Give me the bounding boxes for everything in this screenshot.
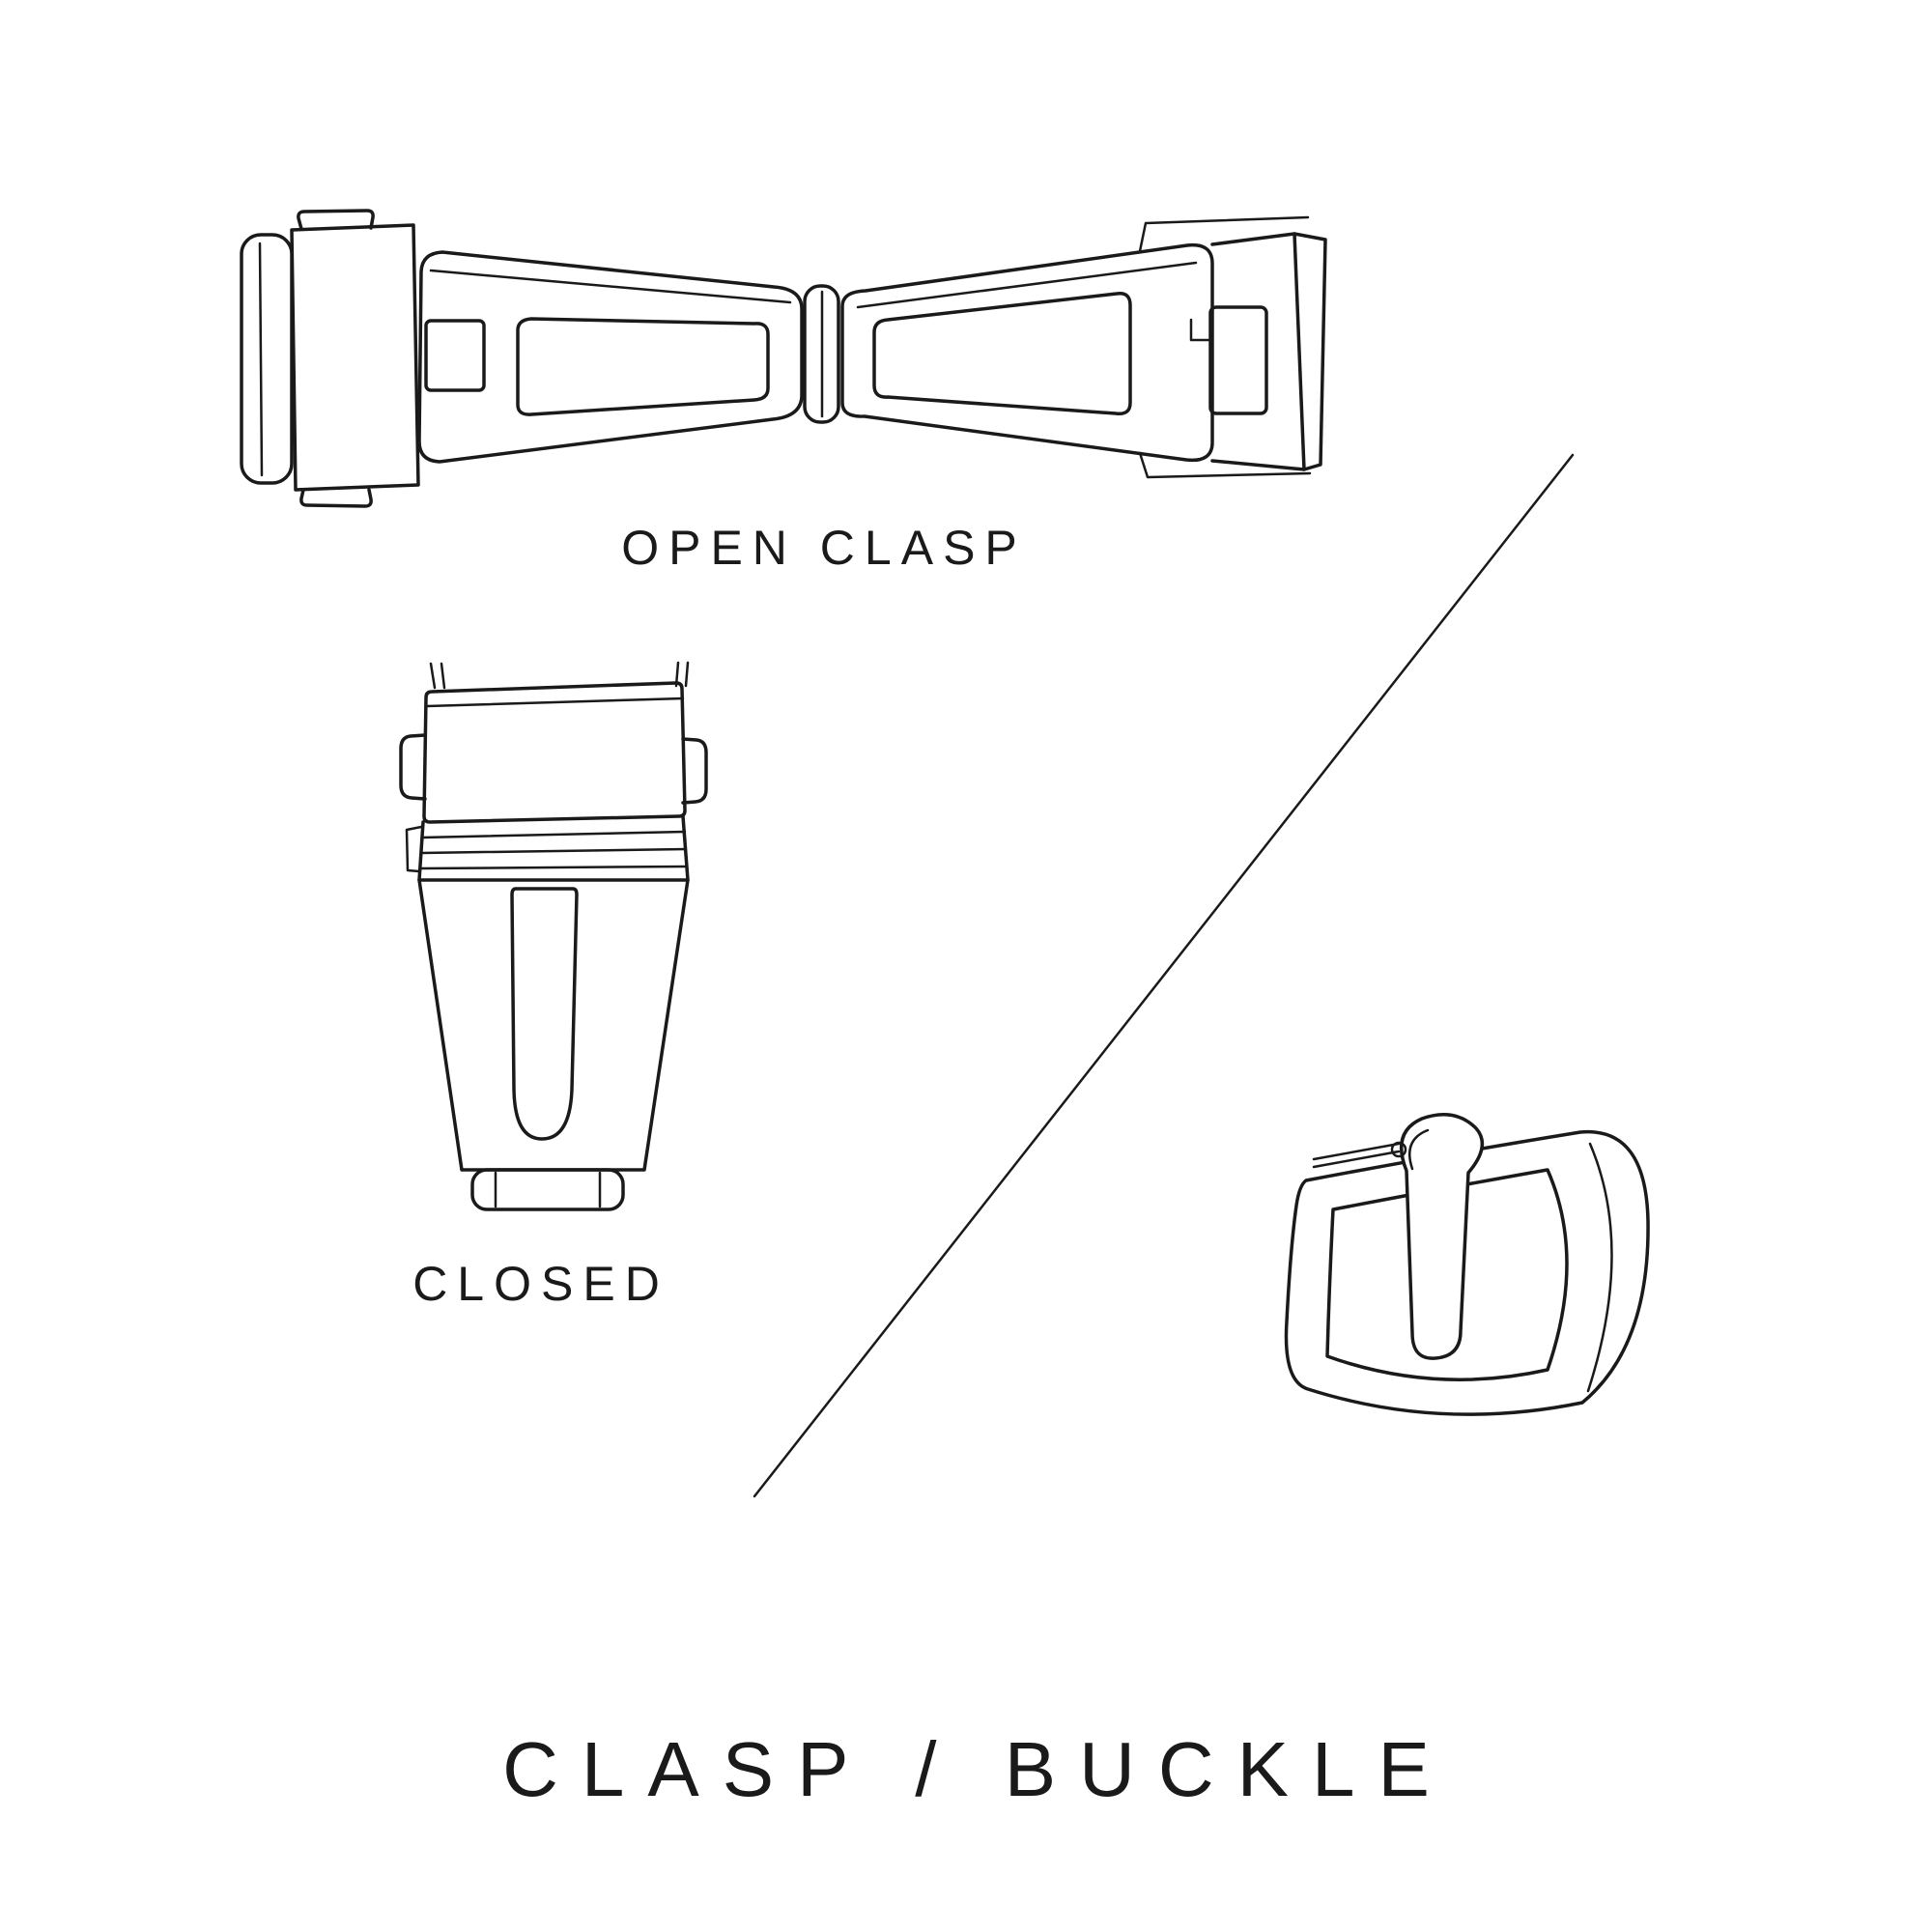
clasp-right-end-bracket <box>1293 232 1327 471</box>
clasp-right-bottom-step-line <box>1138 451 1312 479</box>
clasp-left-blade-window <box>516 317 770 416</box>
clasp-left-roller-line <box>258 242 264 477</box>
buckle-inner-frame <box>1325 1168 1569 1381</box>
open-clasp-icon <box>240 209 1327 508</box>
closed-clasp-top-block-line <box>425 696 685 708</box>
closed-clasp-top-block <box>422 681 687 824</box>
closed-clasp-body <box>417 878 690 1172</box>
closed-clasp-bottom-cap-lines <box>494 1171 602 1208</box>
clasp-left-plate-top-tab <box>297 209 375 231</box>
clasp-left-blade <box>417 250 804 464</box>
clasp-right-blade <box>840 242 1214 463</box>
clasp-left-roller <box>240 233 294 485</box>
closed-clasp-icon <box>399 661 708 1211</box>
buckle-pin-ring <box>1390 1141 1407 1158</box>
clasp-left-plate-bottom-tab <box>299 488 373 508</box>
buckle-spring-bar-pin <box>1312 1142 1401 1169</box>
closed-clasp-band-lines <box>418 830 689 870</box>
clasp-right-latch-slot <box>1208 305 1268 415</box>
closed-clasp-left-tab <box>405 825 423 873</box>
buckle-tang <box>1399 1113 1485 1360</box>
diagonal-divider-line <box>753 453 1575 1498</box>
buckle-right-bar-line <box>1586 1142 1613 1393</box>
clasp-right-end-plate <box>1210 232 1306 471</box>
clasp-right-latch-notch <box>1189 318 1212 342</box>
clasp-hinge <box>803 284 840 424</box>
clasp-left-blade-notch <box>424 319 486 392</box>
closed-clasp-bottom-cap <box>470 1168 625 1211</box>
closed-clasp-slot <box>510 887 579 1141</box>
clasp-left-blade-fold-line <box>429 269 792 304</box>
clasp-right-blade-window <box>872 292 1132 416</box>
buckle-icon <box>1284 1113 1650 1416</box>
buckle-tang-fold-line <box>1408 1128 1430 1171</box>
closed-clasp-band-edges <box>417 814 690 882</box>
open-clasp-label: OPEN CLASP <box>621 521 1027 575</box>
closed-clasp-right-ear <box>681 737 708 805</box>
clasp-right-blade-fold-line <box>856 261 1198 309</box>
clasp-left-plate <box>290 223 420 492</box>
clasp-right-top-step-line <box>1138 215 1310 253</box>
buckle-outer-frame <box>1284 1129 1650 1416</box>
closed-clasp-label: CLOSED <box>412 1257 669 1311</box>
diagram-title: CLASP / BUCKLE <box>502 1726 1453 1812</box>
closed-clasp-left-prong <box>429 662 446 690</box>
closed-clasp-left-ear <box>399 733 427 801</box>
